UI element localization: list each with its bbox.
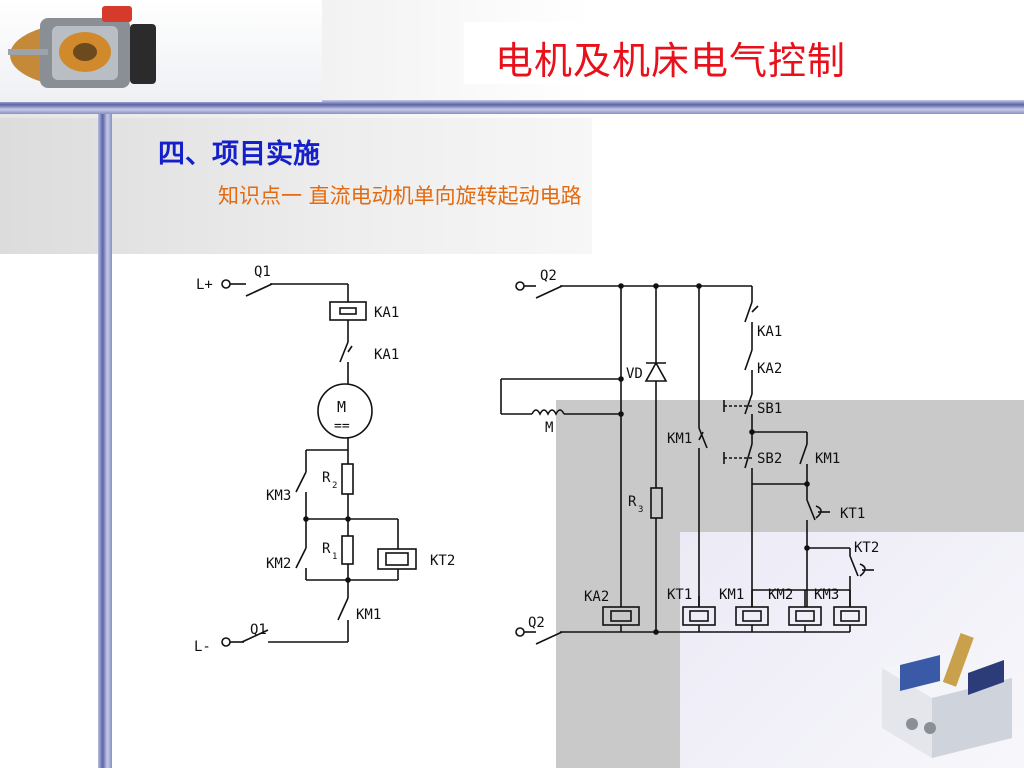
vertical-blue-stripe bbox=[98, 98, 112, 768]
label-sb1: SB1 bbox=[757, 401, 782, 417]
label-l-minus: L- bbox=[194, 639, 211, 655]
label-m-field: M bbox=[545, 420, 553, 436]
km1-coil bbox=[735, 606, 769, 626]
control-circuit bbox=[500, 281, 874, 645]
l-minus-terminal bbox=[221, 637, 231, 647]
label-q2-top: Q2 bbox=[540, 268, 557, 284]
label-km1-coil: KM1 bbox=[719, 587, 744, 603]
label-km1-left: KM1 bbox=[667, 431, 692, 447]
horizontal-blue-stripe bbox=[0, 100, 1024, 114]
km1-holding-contact bbox=[799, 443, 808, 465]
label-ka1: KA1 bbox=[757, 324, 782, 340]
ka1-control-contact bbox=[744, 301, 753, 323]
label-l-plus: L+ bbox=[196, 277, 213, 293]
dc-motor bbox=[317, 383, 373, 439]
label-r3: R bbox=[628, 494, 637, 510]
ka1-coil bbox=[329, 301, 367, 321]
contactor-illustration bbox=[882, 633, 1012, 758]
q2-bottom-switch bbox=[535, 631, 563, 645]
label-r3-subscript: 3 bbox=[638, 505, 643, 515]
label-q1-top: Q1 bbox=[254, 264, 271, 280]
label-q2-bottom: Q2 bbox=[528, 615, 545, 631]
motor-illustration bbox=[8, 6, 156, 88]
diode-vd bbox=[644, 361, 668, 382]
section-heading: 四、项目实施 bbox=[158, 139, 320, 170]
km3-contact bbox=[295, 471, 307, 493]
label-ka1-coil: KA1 bbox=[374, 305, 399, 321]
label-motor-m: M bbox=[337, 398, 346, 416]
km2-coil bbox=[788, 606, 822, 626]
q2-top-switch bbox=[535, 285, 563, 299]
kt1-coil bbox=[682, 606, 716, 626]
label-r1: R bbox=[322, 541, 331, 557]
label-r1-subscript: 1 bbox=[332, 552, 337, 562]
q2-top-terminal bbox=[515, 281, 525, 291]
ka2-coil bbox=[602, 606, 640, 626]
label-ka2-coil: KA2 bbox=[584, 589, 609, 605]
kt1-timed-contact bbox=[806, 499, 816, 521]
label-sb2: SB2 bbox=[757, 451, 782, 467]
kt2-timed-contact bbox=[849, 555, 859, 577]
main-circuit-labels: L+ Q1 KA1 KA1 M == R 2 KM3 R 1 KM2 KT2 K… bbox=[194, 264, 455, 655]
label-r2: R bbox=[322, 470, 331, 486]
km1-main-contact bbox=[337, 597, 349, 621]
ka1-contact bbox=[339, 341, 349, 363]
ka2-control-contact bbox=[744, 349, 753, 371]
label-kt2: KT2 bbox=[430, 553, 455, 569]
label-km2-coil: KM2 bbox=[768, 587, 793, 603]
contactor-photo bbox=[872, 628, 1018, 760]
resistor-r2 bbox=[341, 463, 354, 495]
sb2-button bbox=[744, 443, 753, 469]
sb1-button bbox=[744, 393, 753, 415]
label-km1: KM1 bbox=[356, 607, 381, 623]
main-circuit bbox=[221, 279, 417, 647]
motor-photo bbox=[0, 0, 322, 102]
label-ka1-contact: KA1 bbox=[374, 347, 399, 363]
km1-left-contact bbox=[698, 427, 708, 449]
label-motor-dc: == bbox=[334, 419, 350, 434]
title-box bbox=[464, 22, 920, 84]
q1-bottom-switch bbox=[241, 629, 269, 643]
control-circuit-labels: Q2 VD M R 3 KA1 KA2 SB1 KM1 SB2 KM1 KT1 … bbox=[528, 268, 879, 631]
km2-contact bbox=[295, 547, 307, 569]
resistor-r3 bbox=[650, 487, 663, 519]
q1-top-switch bbox=[245, 283, 273, 297]
label-ka2: KA2 bbox=[757, 361, 782, 377]
l-plus-terminal bbox=[221, 279, 231, 289]
label-km3-coil: KM3 bbox=[814, 587, 839, 603]
label-km1-right: KM1 bbox=[815, 451, 840, 467]
field-winding bbox=[531, 409, 565, 416]
label-kt2-contact: KT2 bbox=[854, 540, 879, 556]
label-kt1-contact: KT1 bbox=[840, 506, 865, 522]
label-r2-subscript: 2 bbox=[332, 481, 337, 491]
label-kt1-coil: KT1 bbox=[667, 587, 692, 603]
label-vd: VD bbox=[626, 366, 643, 382]
q2-bottom-terminal bbox=[515, 627, 525, 637]
km3-coil bbox=[833, 606, 867, 626]
kt2-coil bbox=[377, 548, 417, 570]
slide-title: 电机及机床电气控制 bbox=[495, 39, 847, 83]
section-subheading: 知识点一 直流电动机单向旋转起动电路 bbox=[218, 184, 582, 208]
label-km2: KM2 bbox=[266, 556, 291, 572]
label-km3: KM3 bbox=[266, 488, 291, 504]
resistor-r1 bbox=[341, 535, 354, 565]
label-q1-bottom: Q1 bbox=[250, 622, 267, 638]
